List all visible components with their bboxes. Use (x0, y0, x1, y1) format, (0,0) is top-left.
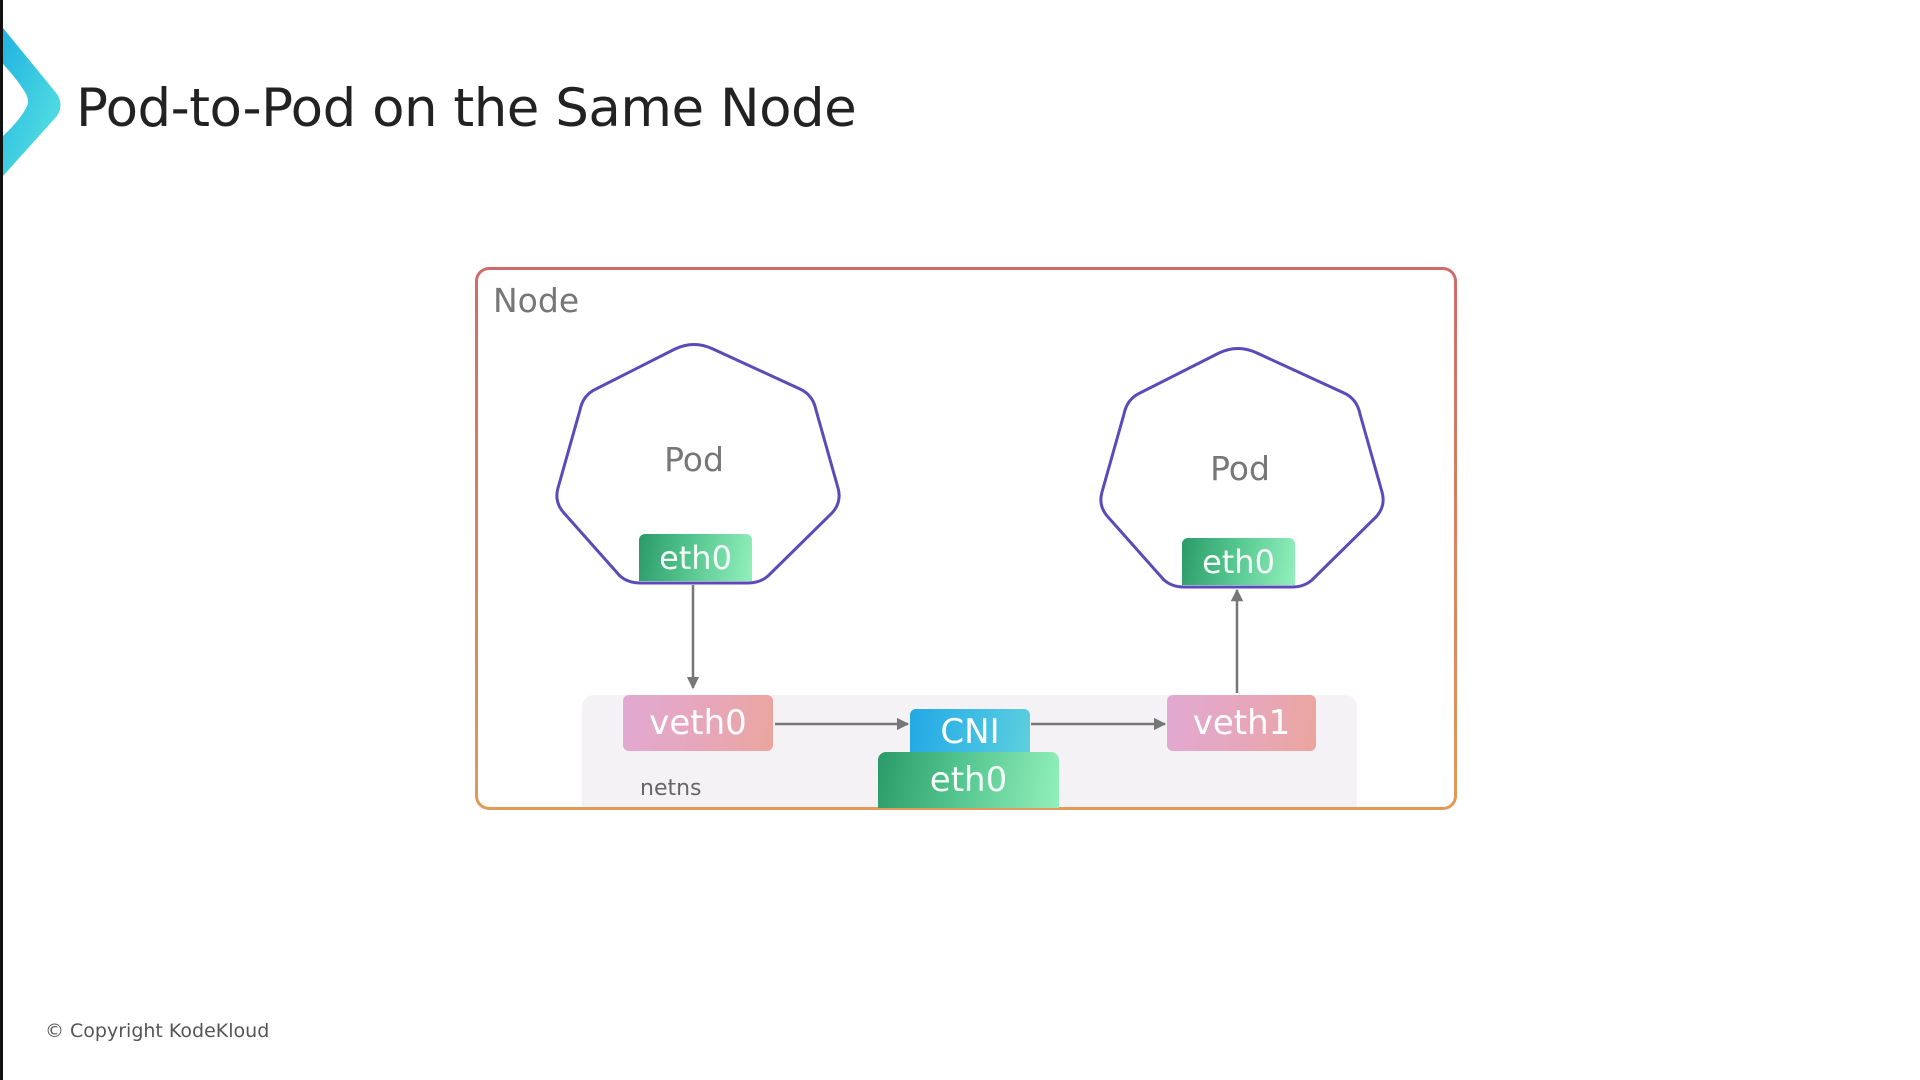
veth0-interface: veth0 (623, 695, 773, 751)
cni-plugin: CNI (910, 709, 1030, 755)
pod-right-eth0: eth0 (1182, 538, 1295, 585)
copyright-notice: © Copyright KodeKloud (45, 1020, 270, 1042)
pod-left-label: Pod (664, 440, 724, 479)
node-label: Node (493, 281, 580, 320)
pod-left-eth0: eth0 (639, 534, 752, 581)
chevron-right-icon (3, 28, 61, 176)
veth1-interface: veth1 (1167, 695, 1316, 751)
netns-label: netns (640, 776, 702, 801)
left-edge-line (0, 0, 3, 1080)
slide-title: Pod-to-Pod on the Same Node (76, 78, 857, 139)
pod-right-label: Pod (1210, 449, 1270, 488)
host-eth0: eth0 (878, 752, 1059, 808)
